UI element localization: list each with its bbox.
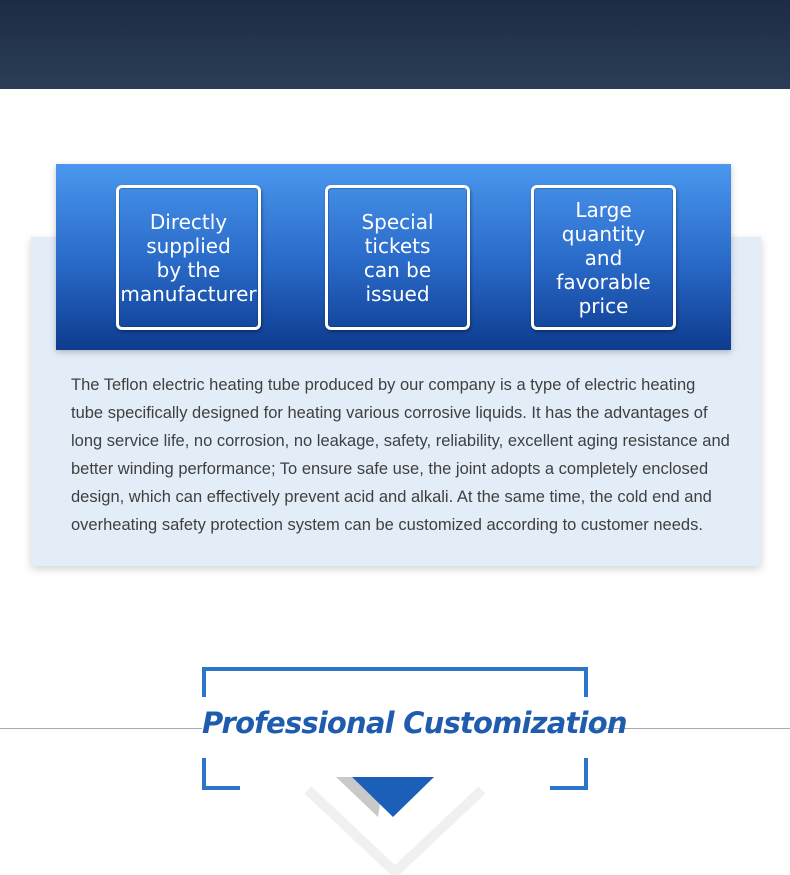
feature-line: manufacturer: [120, 281, 257, 306]
feature-line: tickets: [364, 233, 431, 258]
feature-label: Directly supplied by the manufacturer: [120, 210, 256, 306]
feature-band: Directly supplied by the manufacturer Sp…: [56, 164, 731, 350]
section-heading: Professional Customization: [0, 640, 790, 875]
divider-left: [0, 728, 202, 729]
feature-line: Large: [575, 197, 632, 222]
section-title: Professional Customization: [202, 706, 627, 740]
feature-line: price: [578, 293, 629, 318]
feature-line: can be: [363, 257, 432, 282]
feature-line: and favorable: [556, 245, 651, 294]
divider-right: [588, 728, 790, 729]
feature-line: supplied: [146, 233, 231, 258]
feature-line: by the: [156, 257, 221, 282]
title-frame-bottom-left: [202, 758, 240, 790]
feature-special-tickets: Special tickets can be issued: [325, 185, 470, 330]
title-frame-bottom-right: [550, 758, 588, 790]
feature-label: Special tickets can be issued: [361, 210, 433, 306]
feature-line: issued: [365, 281, 430, 306]
feature-line: quantity: [561, 221, 646, 246]
product-description: The Teflon electric heating tube produce…: [71, 376, 730, 534]
feature-line: Directly: [149, 209, 228, 234]
title-frame-top: [202, 667, 588, 697]
feature-label: Large quantity and favorable price: [538, 198, 669, 318]
feature-line: Special: [361, 209, 434, 234]
top-banner: [0, 0, 790, 89]
feature-favorable-price: Large quantity and favorable price: [531, 185, 676, 330]
chevron-down-icon: [304, 777, 486, 875]
feature-direct-supply: Directly supplied by the manufacturer: [116, 185, 261, 330]
